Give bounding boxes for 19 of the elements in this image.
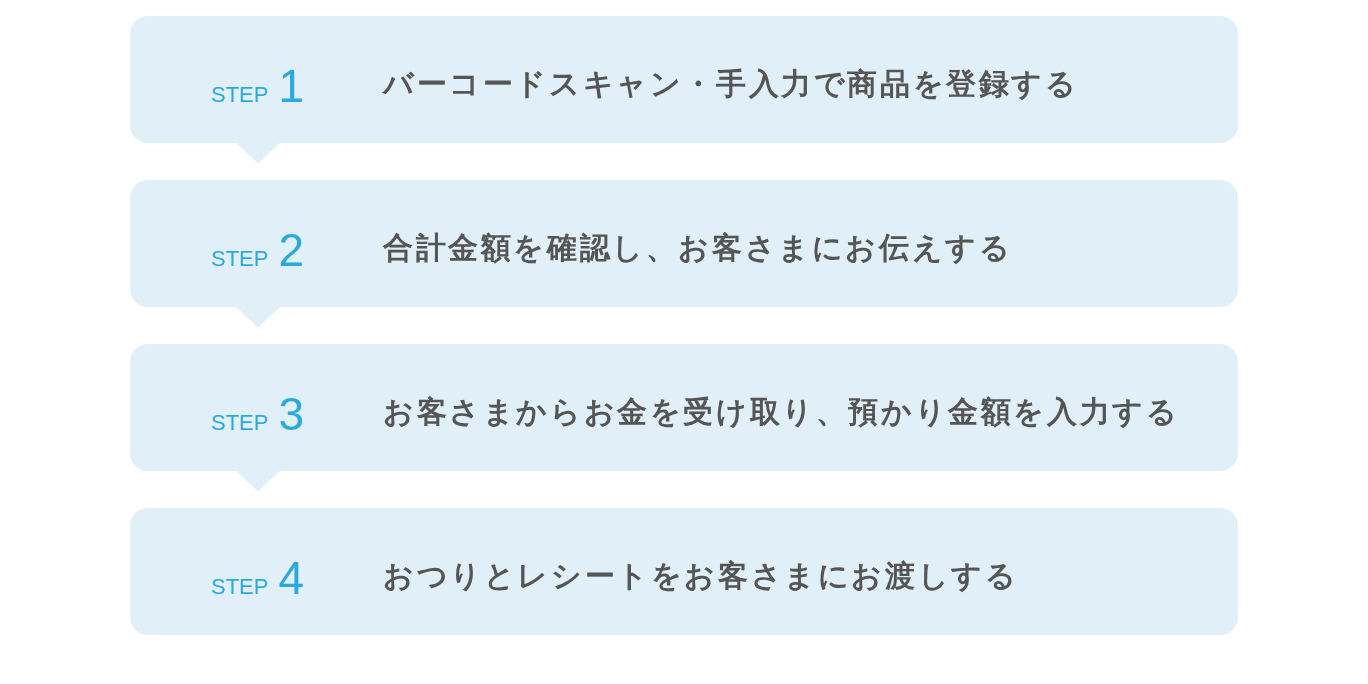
step-text: 合計金額を確認し、お客さまにお伝えする (383, 230, 1013, 266)
step-label: STEP (211, 412, 269, 434)
pointer-triangle (235, 142, 281, 164)
step-text: お客さまからお金を受け取り、預かり金額を入力する (383, 394, 1180, 430)
step-label: STEP (211, 84, 269, 106)
pointer-triangle (235, 470, 281, 492)
step-box (130, 344, 1238, 471)
step-text: おつりとレシートをお客さまにお渡しする (383, 558, 1019, 594)
step-box (130, 508, 1238, 635)
step-text: バーコードスキャン・手入力で商品を登録する (383, 66, 1079, 102)
step-number: 1 (278, 63, 305, 109)
step-box (130, 16, 1238, 143)
pointer-triangle (235, 306, 281, 328)
step-label: STEP (211, 248, 269, 270)
step-number: 3 (278, 391, 305, 437)
step-number: 2 (278, 227, 305, 273)
step-box (130, 180, 1238, 307)
step-number: 4 (278, 555, 305, 601)
step-label: STEP (211, 576, 269, 598)
